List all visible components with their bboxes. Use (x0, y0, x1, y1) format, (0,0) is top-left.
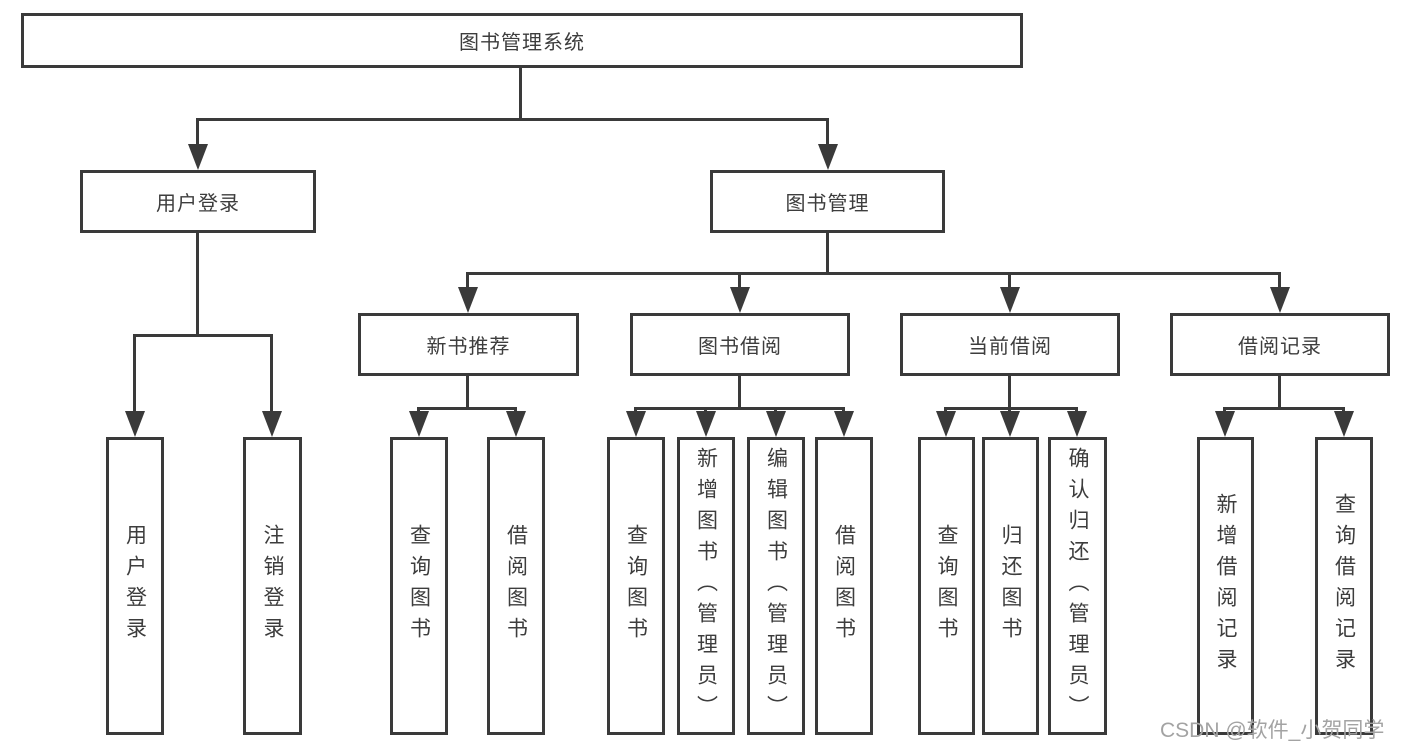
node-leaf-query-books-current: 查询图书 (918, 437, 975, 735)
connector-line (133, 334, 273, 337)
node-current-borrowing-label: 当前借阅 (968, 336, 1052, 358)
arrowhead-down-icon (262, 411, 282, 437)
node-book-borrowing: 图书借阅 (630, 313, 850, 376)
arrowhead-down-icon (409, 411, 429, 437)
connector-line (944, 407, 947, 414)
node-user-login-branch-label: 用户登录 (156, 193, 240, 215)
connector-line (196, 118, 829, 121)
node-new-book-recommend: 新书推荐 (358, 313, 579, 376)
arrowhead-down-icon (936, 411, 956, 437)
node-leaf-query-books-recommend: 查询图书 (390, 437, 448, 735)
node-borrowing-records: 借阅记录 (1170, 313, 1390, 376)
connector-line (1008, 272, 1011, 289)
connector-line (270, 334, 273, 413)
arrowhead-down-icon (125, 411, 145, 437)
csdn-watermark: CSDN @软件_小贺同学 (1160, 719, 1385, 742)
connector-line (944, 407, 1078, 410)
arrowhead-down-icon (188, 144, 208, 170)
connector-line (1278, 376, 1281, 409)
node-new-book-recommend-label: 新书推荐 (426, 336, 511, 358)
node-root: 图书管理系统 (21, 13, 1023, 68)
connector-line (774, 407, 777, 414)
arrowhead-down-icon (458, 287, 478, 313)
connector-line (738, 272, 741, 289)
connector-line (826, 118, 829, 146)
node-leaf-add-book-admin: 新增图书（管理员） (677, 437, 735, 735)
connector-line (514, 407, 517, 414)
arrowhead-down-icon (834, 411, 854, 437)
arrowhead-down-icon (1000, 411, 1020, 437)
arrowhead-down-icon (696, 411, 716, 437)
connector-line (704, 407, 707, 414)
connector-line (1075, 407, 1078, 414)
node-book-management-branch-label: 图书管理 (785, 193, 870, 215)
arrowhead-down-icon (506, 411, 526, 437)
node-borrowing-records-label: 借阅记录 (1238, 336, 1322, 358)
arrowhead-down-icon (1334, 411, 1354, 437)
node-leaf-return-books: 归还图书 (982, 437, 1039, 735)
arrowhead-down-icon (626, 411, 646, 437)
node-leaf-edit-book-admin: 编辑图书（管理员） (747, 437, 805, 735)
connector-line (738, 376, 741, 409)
arrowhead-down-icon (730, 287, 750, 313)
connector-line (417, 407, 517, 410)
arrowhead-down-icon (1067, 411, 1087, 437)
node-leaf-logout: 注销登录 (243, 437, 302, 735)
arrowhead-down-icon (766, 411, 786, 437)
connector-line (133, 334, 136, 413)
connector-line (634, 407, 845, 410)
connector-line (1008, 407, 1011, 414)
node-leaf-query-borrow-record: 查询借阅记录 (1315, 437, 1373, 735)
node-book-borrowing-label: 图书借阅 (698, 336, 782, 358)
connector-line (196, 118, 199, 146)
connector-line (1278, 272, 1281, 289)
connector-line (417, 407, 420, 414)
connector-line (634, 407, 637, 414)
connector-line (1223, 407, 1345, 410)
node-leaf-confirm-return-admin: 确认归还（管理员） (1048, 437, 1107, 735)
node-leaf-user-login: 用户登录 (106, 437, 164, 735)
connector-line (196, 233, 199, 336)
node-book-management-branch: 图书管理 (710, 170, 945, 233)
arrowhead-down-icon (1215, 411, 1235, 437)
connector-line (1342, 407, 1345, 414)
node-leaf-add-borrow-record: 新增借阅记录 (1197, 437, 1254, 735)
node-root-label: 图书管理系统 (459, 32, 585, 54)
connector-line (466, 376, 469, 409)
node-current-borrowing: 当前借阅 (900, 313, 1120, 376)
arrowhead-down-icon (1000, 287, 1020, 313)
connector-line (842, 407, 845, 414)
arrowhead-down-icon (1270, 287, 1290, 313)
node-leaf-query-books-borrowing: 查询图书 (607, 437, 665, 735)
connector-line (466, 272, 469, 289)
node-leaf-borrow-books: 借阅图书 (815, 437, 873, 735)
node-user-login-branch: 用户登录 (80, 170, 316, 233)
connector-line (466, 272, 1281, 275)
connector-line (519, 68, 522, 121)
arrowhead-down-icon (818, 144, 838, 170)
connector-line (826, 233, 829, 274)
connector-line (1223, 407, 1226, 414)
node-leaf-borrow-books-recommend: 借阅图书 (487, 437, 545, 735)
connector-line (1008, 376, 1011, 409)
